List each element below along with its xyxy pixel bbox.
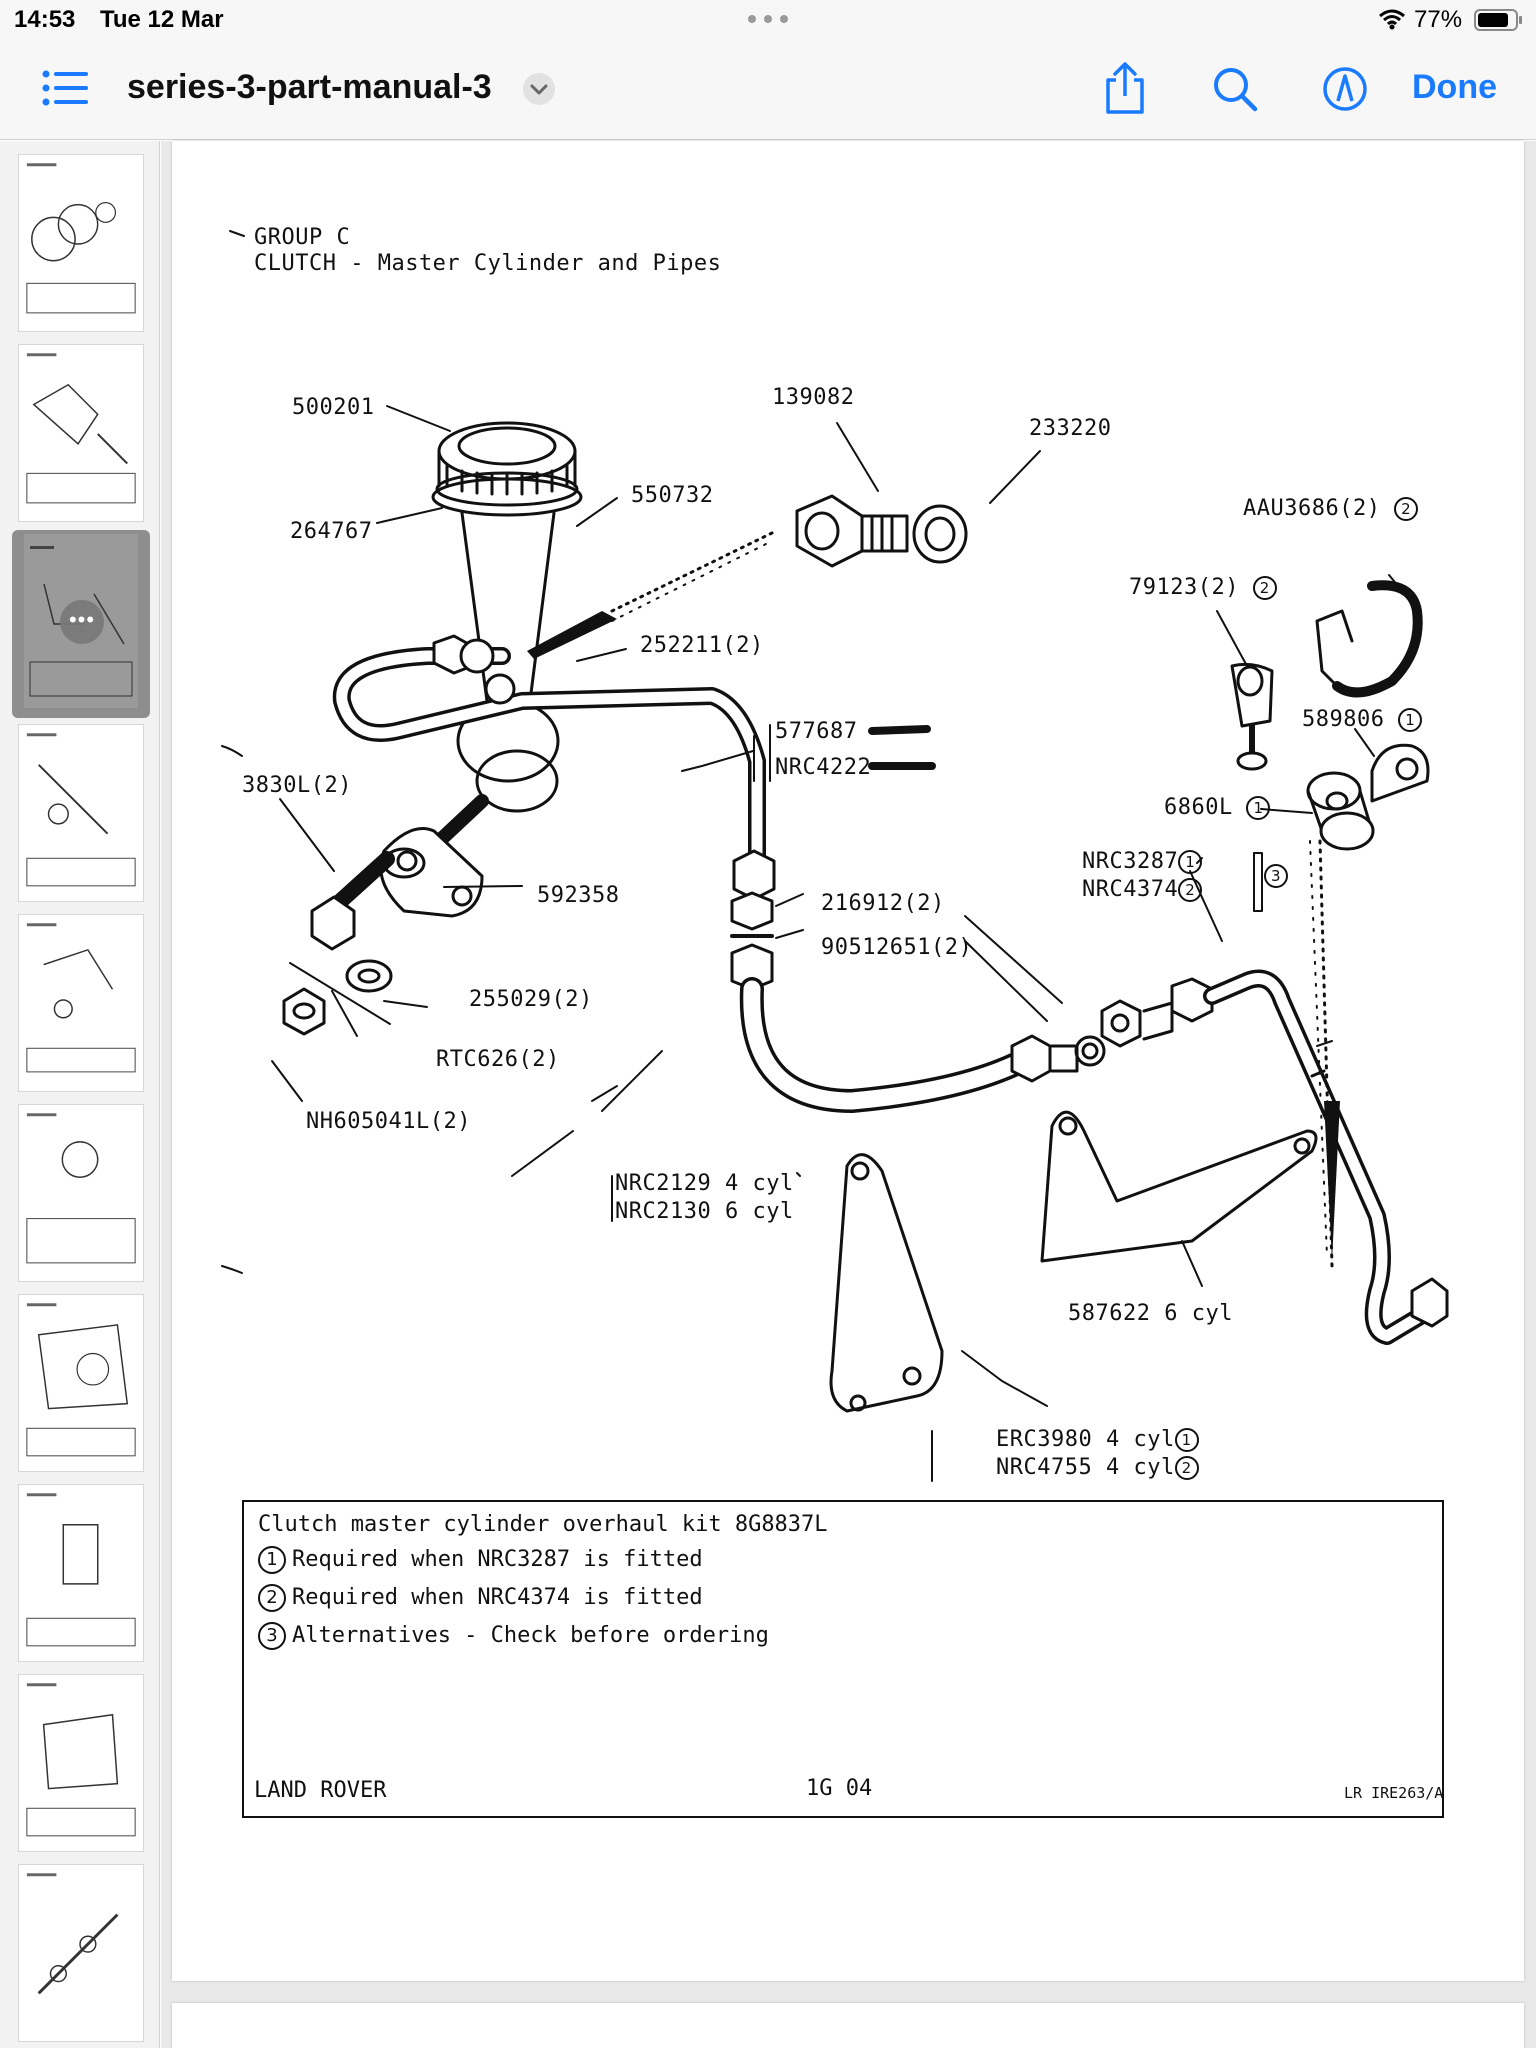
circle-mark: 1 [1398, 708, 1423, 732]
part-label: 90512651(2) [821, 935, 973, 960]
circle-mark: 2 [1178, 878, 1203, 902]
part-label: 139082 [772, 385, 855, 410]
list-icon[interactable] [42, 68, 88, 108]
chevron-down-icon[interactable] [522, 72, 556, 106]
part-label: 550732 [631, 483, 714, 508]
legend-box: Clutch master cylinder overhaul kit 8G88… [242, 1500, 1444, 1818]
footer-page-code: 1G 04 [806, 1776, 873, 1801]
circle-mark: 1 [258, 1546, 286, 1574]
part-label: AAU3686(2) 2 [1243, 496, 1419, 521]
group-label: GROUP C [254, 225, 351, 250]
status-date: Tue 12 Mar [100, 6, 224, 33]
part-number: AAU3686(2) [1243, 496, 1381, 521]
page-thumbnail[interactable] [18, 1864, 144, 2042]
page-thumbnail[interactable] [18, 914, 144, 1092]
done-button[interactable]: Done [1412, 68, 1497, 106]
part-number: 6860L [1164, 795, 1233, 820]
part-label: NH605041L(2) [306, 1109, 471, 1134]
circle-mark: 2 [258, 1584, 286, 1612]
part-number: 79123(2) [1129, 575, 1239, 600]
page-thumbnail[interactable] [18, 1674, 144, 1852]
circle-mark: 3 [258, 1622, 286, 1650]
part-label: 79123(2) 2 [1129, 575, 1277, 600]
toolbar: series-3-part-manual-3 Done [0, 40, 1536, 140]
part-label: 577687 [775, 719, 858, 744]
thumbnail-preview [26, 163, 136, 314]
part-label: NRC2129 4 cyl [615, 1171, 794, 1196]
circle-mark: 2 [1174, 1456, 1199, 1480]
part-label: 233220 [1029, 416, 1112, 441]
legend-note-text: Alternatives - Check before ordering [292, 1623, 769, 1648]
circle-mark: 1 [1178, 850, 1203, 874]
circle-mark: 2 [1394, 497, 1419, 521]
part-label: 587622 6 cyl [1068, 1301, 1233, 1326]
circle-mark: 2 [1252, 576, 1277, 600]
part-label: 592358 [537, 883, 620, 908]
page-thumbnail[interactable] [18, 344, 144, 522]
part-label: 3830L(2) [242, 773, 352, 798]
part-label: 264767 [290, 519, 373, 544]
part-label: 3 [1264, 863, 1288, 888]
circle-mark: 3 [1264, 864, 1288, 888]
thumbnail-preview [26, 1683, 136, 1837]
page-thumbnail[interactable] [18, 154, 144, 332]
part-label: 255029(2) [469, 987, 593, 1012]
document-page: GROUP C CLUTCH - Master Cylinder and Pip… [172, 141, 1524, 1981]
legend-note-text: Required when NRC4374 is fitted [292, 1585, 703, 1610]
part-number: 589806 [1302, 707, 1385, 732]
part-label: 500201 [292, 395, 375, 420]
part-number: NRC4755 4 cyl [996, 1455, 1175, 1480]
search-icon[interactable] [1212, 66, 1258, 112]
thumbnail-preview [26, 353, 136, 504]
circle-mark: 1 [1174, 1428, 1199, 1452]
multitasking-dots-icon[interactable] [746, 10, 790, 28]
thumbnail-preview [26, 923, 136, 1073]
thumbnail-more-button[interactable]: ••• [60, 600, 104, 644]
footer-brand: LAND ROVER [254, 1778, 387, 1803]
page-heading: CLUTCH - Master Cylinder and Pipes [254, 251, 722, 276]
thumbnail-preview [26, 1303, 136, 1457]
share-icon[interactable] [1102, 62, 1148, 114]
thumbnail-preview [26, 1493, 136, 1647]
thumbnail-preview [26, 1113, 136, 1264]
part-label: 589806 1 [1302, 707, 1423, 732]
thumbnail-preview [26, 1873, 119, 1995]
wifi-icon [1379, 9, 1405, 30]
part-number: NRC3287 [1082, 849, 1179, 874]
part-number: ERC3980 4 cyl [996, 1427, 1175, 1452]
next-page [172, 2003, 1524, 2048]
clutch-diagram [221, 230, 1449, 1482]
status-bar: 14:53 Tue 12 Mar 77% [0, 0, 1536, 40]
part-label: RTC626(2) [436, 1047, 560, 1072]
document-title[interactable]: series-3-part-manual-3 [127, 68, 492, 106]
circle-mark: 1 [1246, 796, 1271, 820]
page-thumbnail[interactable] [18, 1484, 144, 1662]
markup-icon[interactable] [1322, 66, 1368, 112]
legend-kit: Clutch master cylinder overhaul kit 8G88… [258, 1512, 828, 1537]
part-label: NRC2130 6 cyl [615, 1199, 794, 1224]
part-label: 252211(2) [640, 633, 764, 658]
battery-icon [1474, 9, 1522, 31]
status-time: 14:53 [14, 6, 76, 33]
part-number: NRC4374 [1082, 877, 1179, 902]
thumbnail-preview [26, 733, 136, 887]
part-label: 216912(2) [821, 891, 945, 916]
page-thumbnail[interactable] [18, 1294, 144, 1472]
battery-percent: 77% [1414, 6, 1463, 33]
page-thumbnail[interactable] [18, 1104, 144, 1282]
footer-ref: LR IRE263/A [1344, 1784, 1444, 1802]
part-label: 6860L 1 [1164, 795, 1271, 820]
legend-note-text: Required when NRC3287 is fitted [292, 1547, 703, 1572]
part-label: NRC4222 [775, 755, 872, 780]
page-thumbnail[interactable] [18, 724, 144, 902]
